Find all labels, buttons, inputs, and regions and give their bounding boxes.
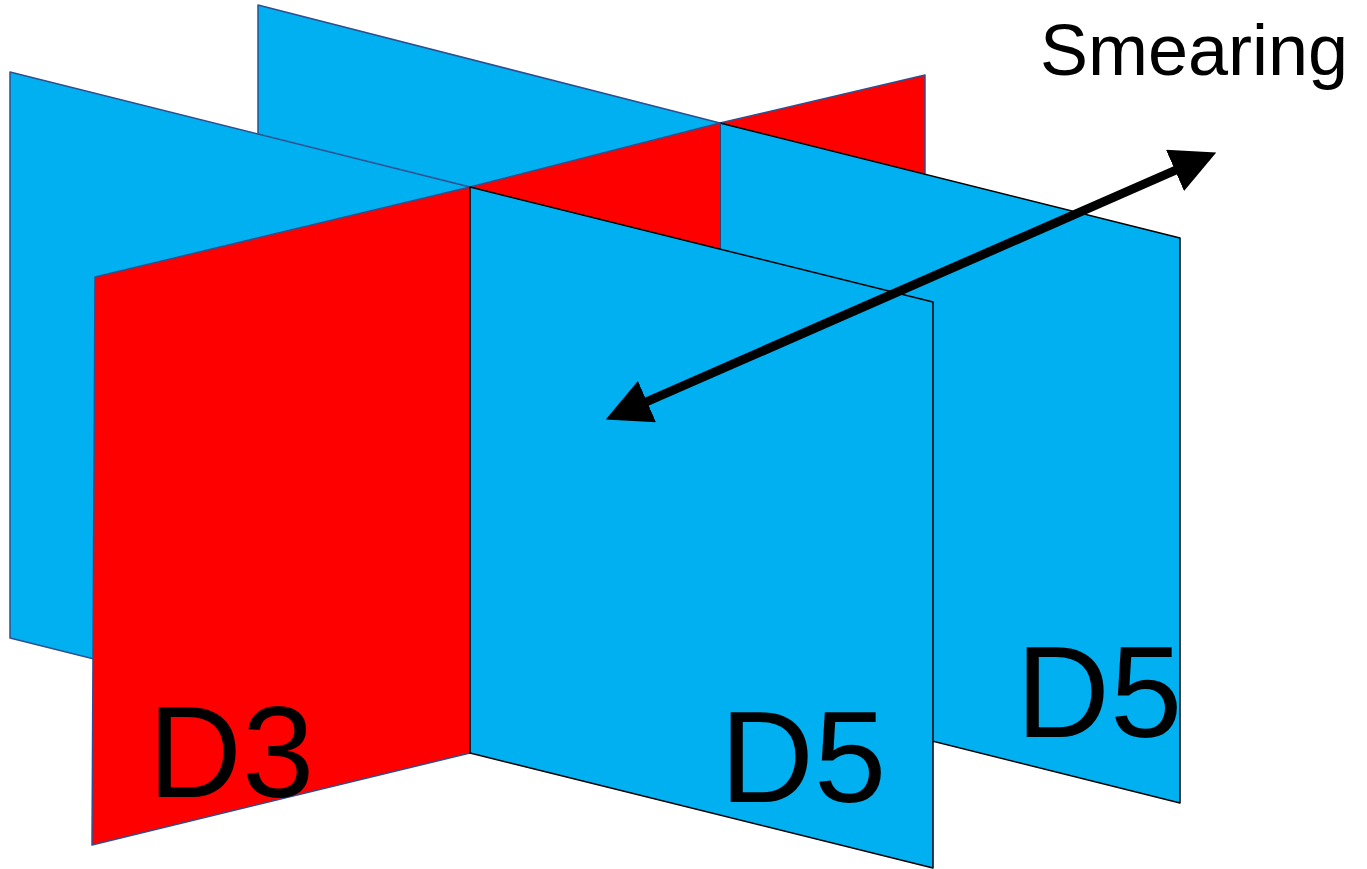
brane-label: D5	[1016, 627, 1182, 757]
d5-brane: D5	[720, 692, 886, 822]
smearing-label: Smearing	[1040, 14, 1348, 86]
smearing-arrow	[614, 156, 1208, 416]
brane-label: D5	[720, 692, 886, 822]
d3-front	[92, 187, 470, 845]
d5-brane: D5	[1016, 627, 1182, 757]
front-d5-right	[470, 187, 933, 868]
brane-label: D3	[148, 687, 314, 817]
d3-brane: D3	[148, 687, 314, 817]
